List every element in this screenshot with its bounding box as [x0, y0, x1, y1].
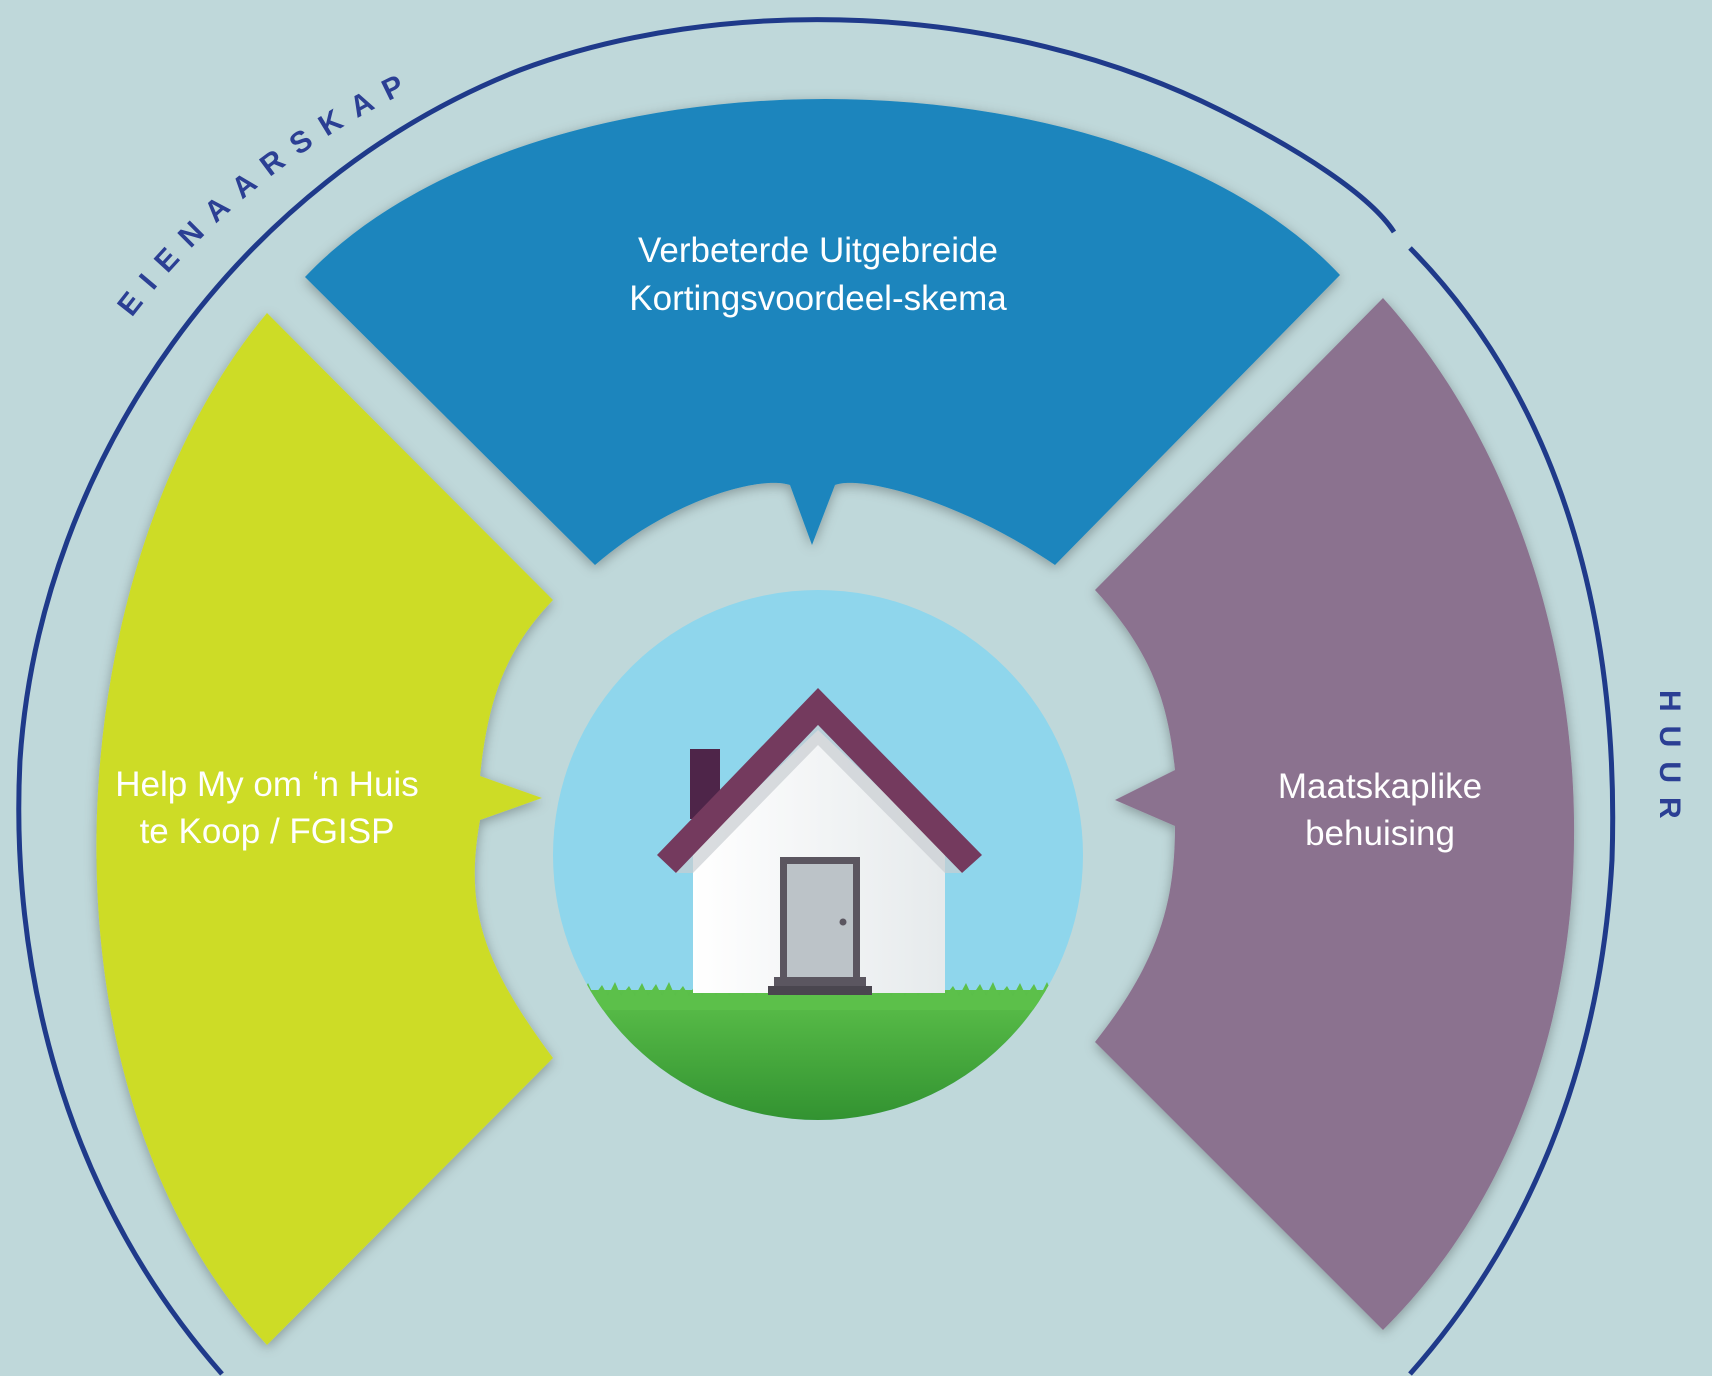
top-segment[interactable] — [305, 98, 1340, 565]
right-segment-line2: behuising — [1305, 814, 1455, 853]
right-segment-line1: Maatskaplike — [1278, 767, 1482, 806]
left-segment-line2: te Koop / FGISP — [140, 812, 395, 851]
ring-ownership — [16, 17, 1397, 1376]
left-segment-line1: Help My om ‘n Huis — [115, 765, 418, 804]
rental-arc-label: HUUR — [1653, 690, 1686, 833]
top-segment-line1: Verbeterde Uitgebreide — [638, 231, 998, 270]
top-segment-line2: Kortingsvoordeel-skema — [629, 279, 1007, 318]
rental-label-text: HUUR — [1653, 690, 1686, 833]
ring-rental — [1408, 246, 1616, 1376]
right-segment[interactable] — [1095, 298, 1575, 1330]
house-icon — [553, 590, 1083, 1120]
left-segment[interactable] — [96, 313, 553, 1345]
